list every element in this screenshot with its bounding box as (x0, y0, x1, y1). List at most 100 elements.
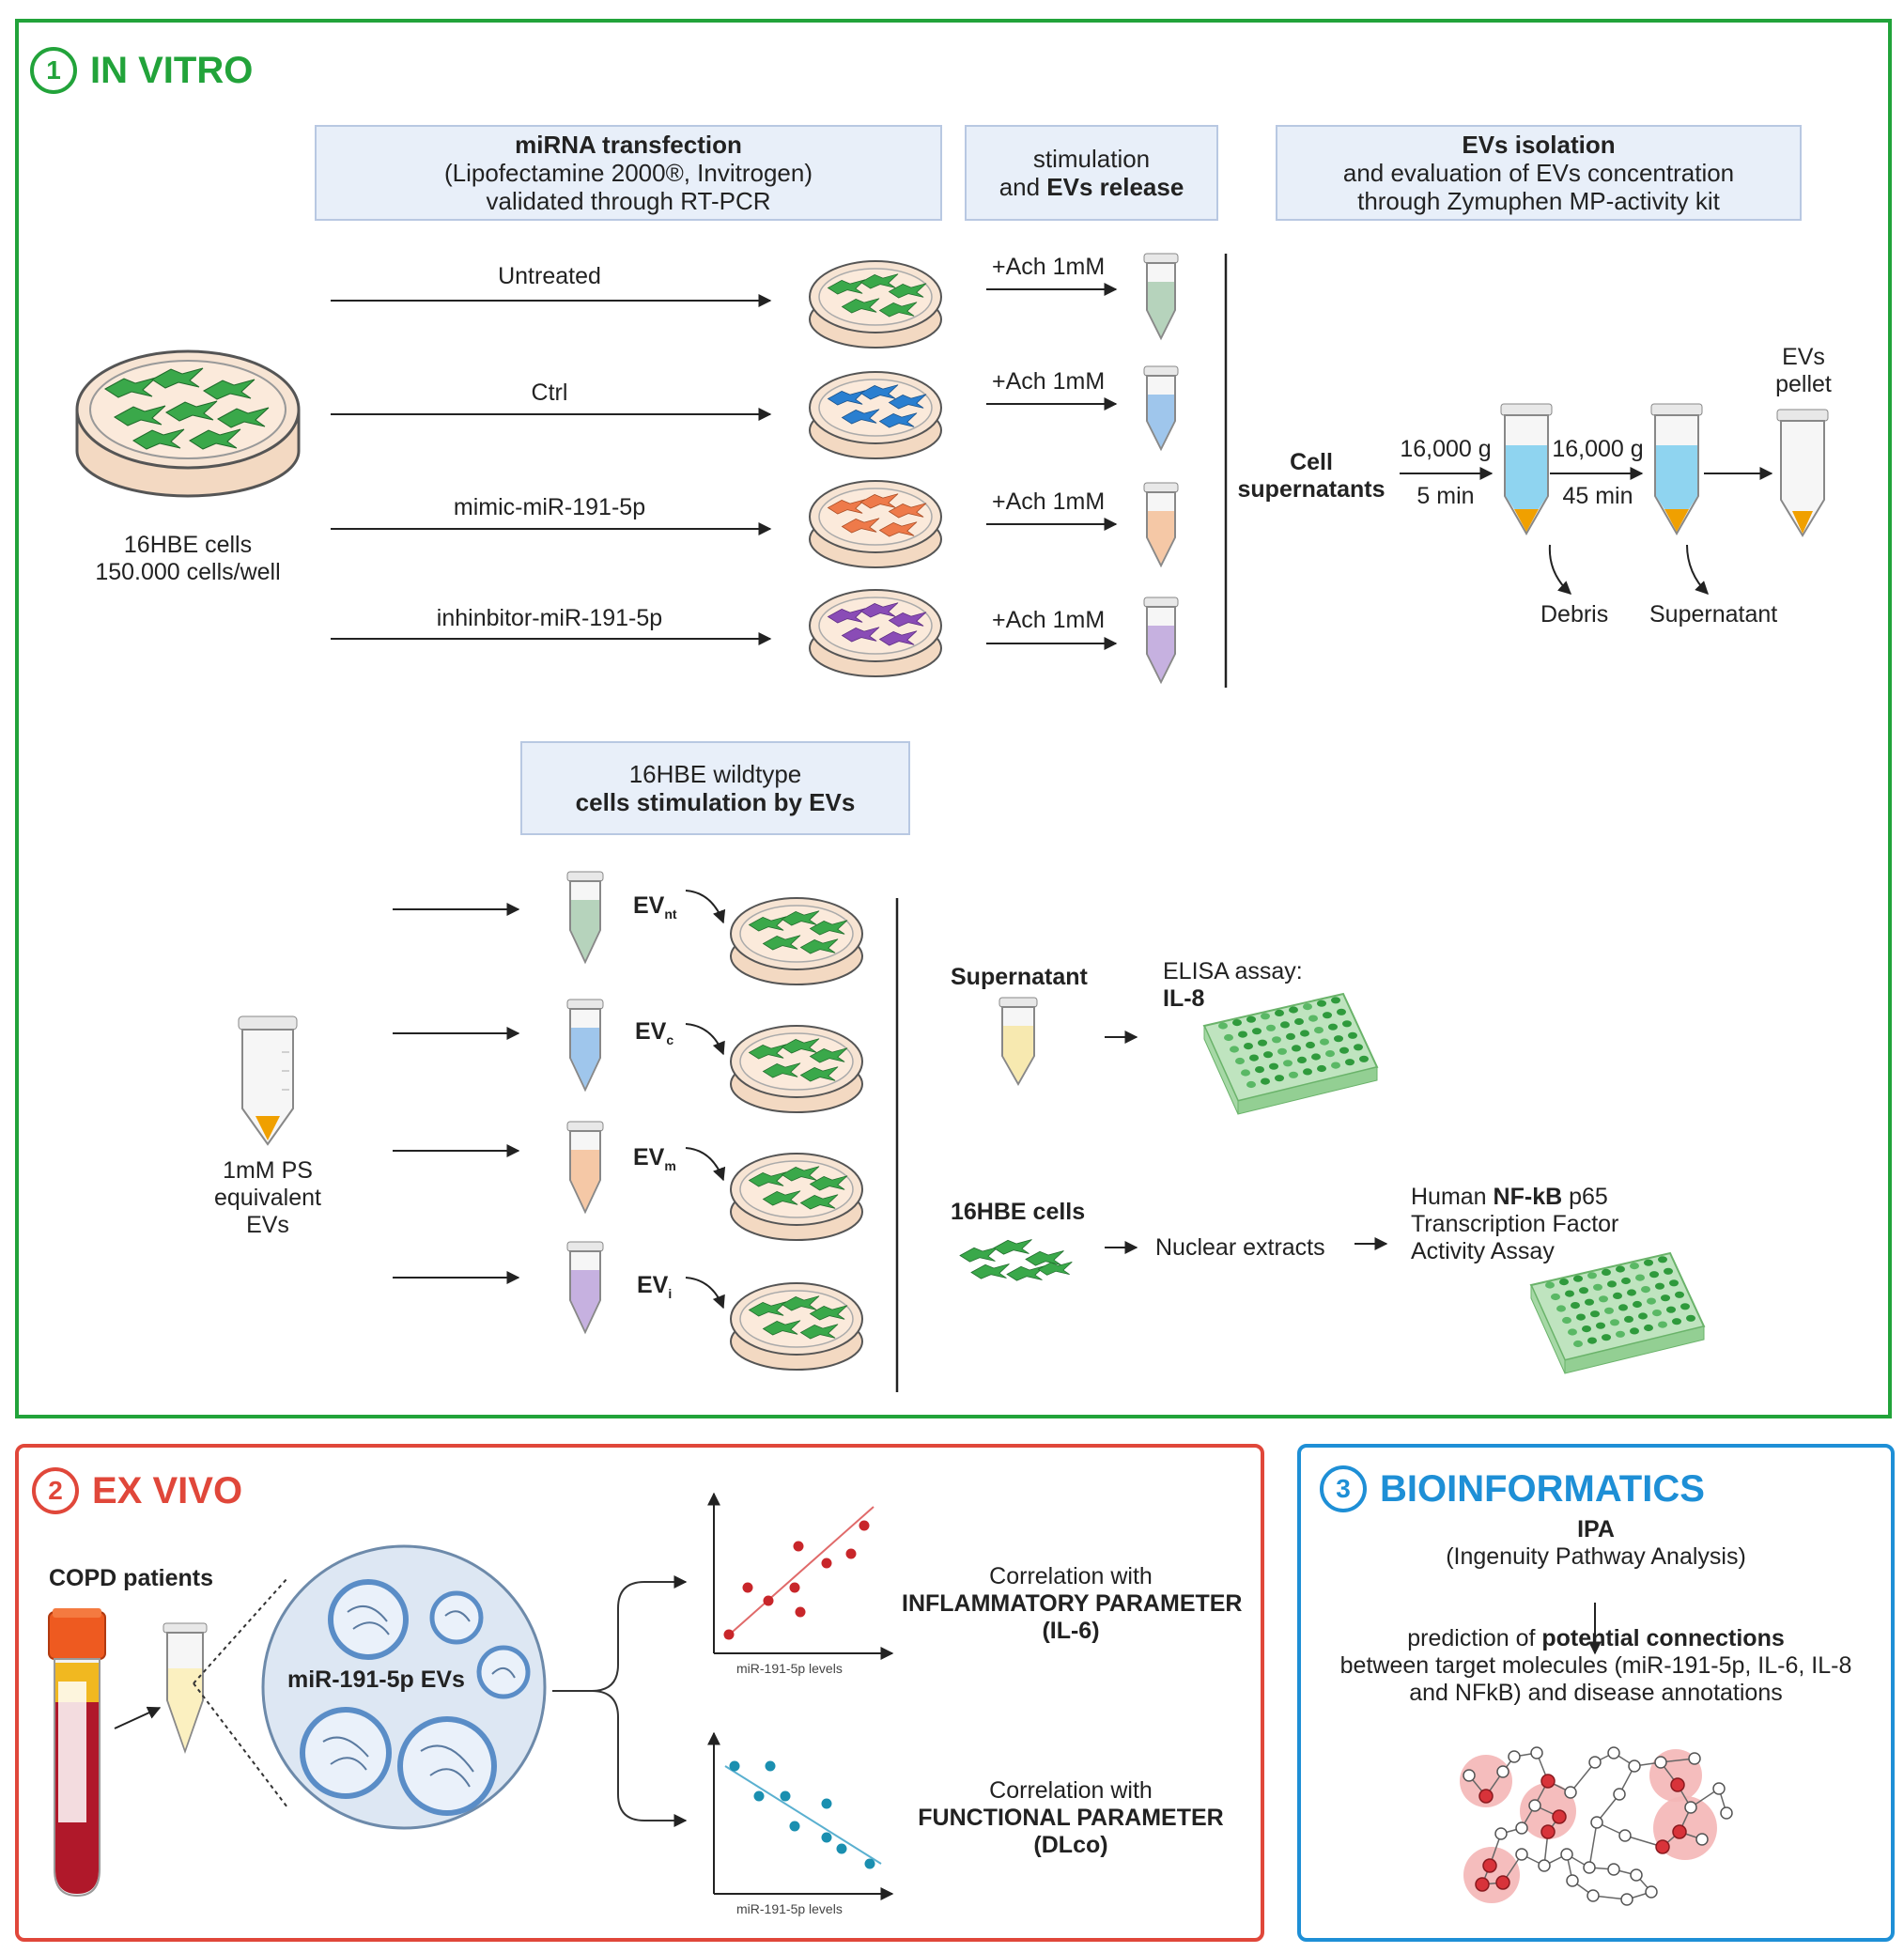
isolation-title: EVs isolation (1462, 131, 1616, 159)
well (1616, 1265, 1625, 1273)
well (1294, 1017, 1304, 1026)
well (1339, 1046, 1349, 1054)
elisa-plate (1202, 992, 1379, 1115)
network-node (1607, 1863, 1620, 1876)
network-node (1538, 1859, 1551, 1872)
condition-ctrl: Ctrl (531, 380, 568, 406)
well (1593, 1283, 1602, 1291)
prediction-line2: between target molecules (miR-191-5p, IL… (1339, 1652, 1852, 1679)
well (1244, 1043, 1253, 1050)
well (1311, 1053, 1321, 1061)
well (1337, 1008, 1346, 1015)
ipa-full: (Ingenuity Pathway Analysis) (1446, 1543, 1746, 1570)
ev-i-base: EV (637, 1272, 669, 1298)
stim-label-1: +Ach 1mM (992, 254, 1106, 280)
ex-vivo-heading: 2 EX VIVO (32, 1467, 242, 1514)
data-point (795, 1606, 806, 1618)
dish-ev-nt (730, 897, 863, 985)
transfection-header: miRNA transfection (Lipofectamine 2000®,… (315, 125, 942, 221)
well (1345, 1059, 1354, 1066)
well (1644, 1259, 1653, 1266)
well (1241, 1069, 1250, 1077)
network-node (1684, 1801, 1697, 1814)
dish-inhibitor (809, 589, 942, 677)
well (1590, 1310, 1600, 1318)
corr2-line3: (DLco) (1033, 1832, 1108, 1858)
well (1545, 1281, 1555, 1289)
nfkb-line3: Activity Assay (1411, 1238, 1555, 1264)
well (1587, 1272, 1597, 1279)
ev-label-c: EVc (635, 1018, 673, 1054)
well (1596, 1322, 1605, 1329)
cluster-highlight (1463, 1847, 1520, 1903)
well (1249, 1054, 1259, 1062)
well (1280, 1021, 1290, 1029)
xaxis-label-top: miR-191-5p levels (736, 1661, 843, 1676)
network-node (1590, 1816, 1603, 1829)
ev-nt-base: EV (633, 892, 665, 919)
tube-mimic (1143, 482, 1179, 568)
well (1616, 1330, 1625, 1338)
data-point (821, 1798, 832, 1809)
well (1292, 1045, 1301, 1052)
well (1235, 1057, 1245, 1065)
data-point (821, 1832, 832, 1843)
evs-pellet-line1: EVs (1782, 344, 1825, 370)
well (1585, 1298, 1594, 1306)
ev-nt-sub: nt (664, 907, 677, 922)
nfkb-line1: Human NF-kB p65 (1411, 1184, 1618, 1211)
well (1644, 1324, 1653, 1332)
well (1587, 1337, 1597, 1344)
prediction-line1: prediction of potential connections (1315, 1625, 1877, 1652)
cells-cluster (959, 1239, 1073, 1281)
dish-untreated (809, 260, 942, 349)
ps-evs-label: 1mM PS equivalent EVs (188, 1157, 348, 1239)
network-node (1528, 1799, 1541, 1812)
spin2-force: 16,000 g (1552, 436, 1644, 462)
well (1272, 1036, 1281, 1044)
evs-circle-label: miR-191-5p EVs (287, 1666, 465, 1693)
network-node (1566, 1874, 1579, 1887)
well (1551, 1293, 1560, 1301)
elisa-line2: IL-8 (1163, 985, 1205, 1012)
tube-ps-evs (238, 1015, 298, 1146)
well (1573, 1340, 1583, 1348)
isolation-line2: and evaluation of EVs concentration (1342, 159, 1735, 187)
data-point (793, 1541, 804, 1552)
ex-vivo-panel (15, 1444, 1264, 1942)
dish-mimic (809, 480, 942, 568)
data-point (723, 1629, 735, 1640)
nfkb-plate (1529, 1251, 1706, 1374)
well (1664, 1267, 1673, 1275)
cell-supernatants-line1: Cell (1290, 449, 1333, 475)
data-point (789, 1582, 800, 1593)
well (1258, 1039, 1267, 1046)
well (1618, 1304, 1628, 1311)
well (1576, 1313, 1586, 1321)
data-point (753, 1790, 765, 1802)
network-node (1607, 1746, 1620, 1759)
data-point (780, 1790, 791, 1802)
tube-inhibitor (1143, 597, 1179, 685)
nfkb-pre: Human (1411, 1184, 1494, 1210)
well (1680, 1303, 1690, 1310)
trend-line (724, 1765, 882, 1865)
cells-line2: 150.000 cells/well (95, 559, 281, 585)
well (1317, 1000, 1326, 1007)
well (1308, 1015, 1318, 1022)
copd-label: COPD patients (49, 1565, 214, 1591)
well (1286, 1032, 1295, 1040)
data-point (789, 1821, 800, 1832)
well (1661, 1294, 1670, 1302)
data-point (729, 1760, 740, 1772)
network-node (1540, 1824, 1556, 1839)
well (1627, 1289, 1636, 1296)
well (1669, 1279, 1679, 1287)
well (1334, 1035, 1343, 1043)
network-edge (1570, 1761, 1596, 1793)
well (1320, 1038, 1329, 1046)
condition-untreated: Untreated (498, 263, 601, 289)
network-edge (1588, 1821, 1598, 1868)
